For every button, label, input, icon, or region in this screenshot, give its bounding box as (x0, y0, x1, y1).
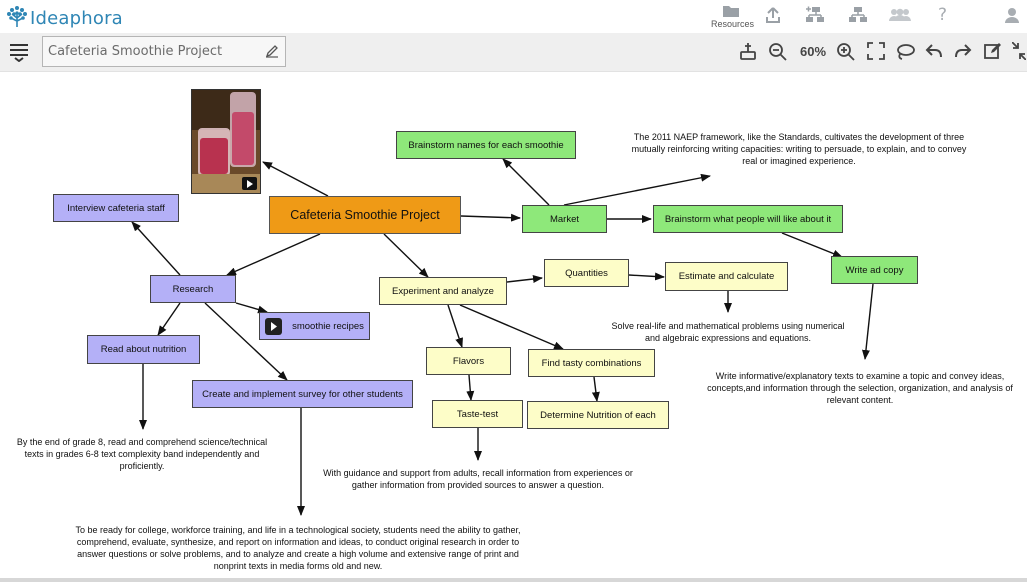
video-play-icon[interactable] (265, 317, 283, 335)
resources-label[interactable]: Resources (711, 19, 755, 29)
central-topic[interactable]: Cafeteria Smoothie Project (269, 196, 461, 234)
node-create-survey[interactable]: Create and implement survey for other st… (192, 380, 413, 408)
menu-icon[interactable] (9, 42, 29, 67)
project-title-field[interactable]: Cafeteria Smoothie Project (42, 36, 286, 67)
node-taste-test[interactable]: Taste-test (432, 400, 523, 428)
collapse-icon[interactable] (1011, 41, 1027, 65)
node-brainstorm-what-people-like[interactable]: Brainstorm what people will like about i… (653, 205, 843, 233)
node-market[interactable]: Market (522, 205, 607, 233)
note-solve-real-life-problems[interactable]: Solve real-life and mathematical problem… (611, 321, 845, 343)
node-determine-nutrition[interactable]: Determine Nutrition of each (527, 401, 669, 429)
zoom-level: 60% (800, 44, 827, 59)
app-logo[interactable]: Ideaphora (6, 4, 123, 33)
fit-screen-icon[interactable] (867, 42, 885, 65)
node-brainstorm-names[interactable]: Brainstorm names for each smoothie (396, 131, 576, 159)
tree-logo-icon (6, 4, 28, 33)
node-smoothie-recipes[interactable]: smoothie recipes (259, 312, 370, 340)
project-title: Cafeteria Smoothie Project (48, 44, 223, 59)
node-experiment-and-analyze[interactable]: Experiment and analyze (379, 277, 507, 305)
node-quantities[interactable]: Quantities (544, 259, 629, 287)
node-write-ad-copy[interactable]: Write ad copy (831, 256, 918, 284)
help-icon[interactable]: ? (938, 5, 948, 25)
redo-icon[interactable] (954, 42, 972, 65)
top-bar: Ideaphora Resources ? (0, 0, 1027, 33)
lasso-icon[interactable] (895, 42, 915, 67)
smoothie-photo[interactable] (191, 89, 261, 194)
hierarchy-icon[interactable] (848, 6, 868, 29)
note-grade-8-reading[interactable]: By the end of grade 8, read and comprehe… (16, 437, 268, 471)
group-icon[interactable] (887, 8, 913, 27)
node-find-tasty-combinations[interactable]: Find tasty combinations (528, 349, 655, 377)
node-interview-cafeteria-staff[interactable]: Interview cafeteria staff (53, 194, 179, 222)
node-estimate-and-calculate[interactable]: Estimate and calculate (665, 262, 788, 291)
user-icon[interactable] (1004, 7, 1020, 28)
app-name: Ideaphora (30, 8, 123, 29)
pencil-icon[interactable] (265, 44, 279, 63)
zoom-in-icon[interactable] (836, 42, 856, 67)
note-naep-framework[interactable]: The 2011 NAEP framework, like the Standa… (631, 132, 967, 166)
upload-icon[interactable] (765, 6, 781, 29)
add-node-icon[interactable] (738, 42, 758, 67)
node-read-about-nutrition[interactable]: Read about nutrition (87, 335, 200, 364)
map-toolbar: Cafeteria Smoothie Project 60% (0, 33, 1027, 72)
resources-icon[interactable] (722, 4, 740, 23)
mind-map-canvas[interactable]: Cafeteria Smoothie Project Interview caf… (0, 72, 1027, 582)
connector-lines (131, 158, 874, 516)
node-flavors[interactable]: Flavors (426, 347, 511, 375)
add-topic-icon[interactable] (804, 6, 826, 29)
node-smoothie-recipes-label: smoothie recipes (292, 320, 364, 332)
horizontal-scrollbar[interactable] (0, 578, 1027, 582)
note-recall-information[interactable]: With guidance and support from adults, r… (323, 468, 633, 490)
play-icon[interactable] (242, 177, 257, 190)
undo-icon[interactable] (925, 42, 943, 65)
edit-icon[interactable] (984, 42, 1002, 65)
note-write-informative-texts[interactable]: Write informative/explanatory texts to e… (707, 371, 1013, 405)
note-college-readiness[interactable]: To be ready for college, workforce train… (75, 525, 521, 571)
zoom-out-icon[interactable] (768, 42, 788, 67)
node-research[interactable]: Research (150, 275, 236, 303)
